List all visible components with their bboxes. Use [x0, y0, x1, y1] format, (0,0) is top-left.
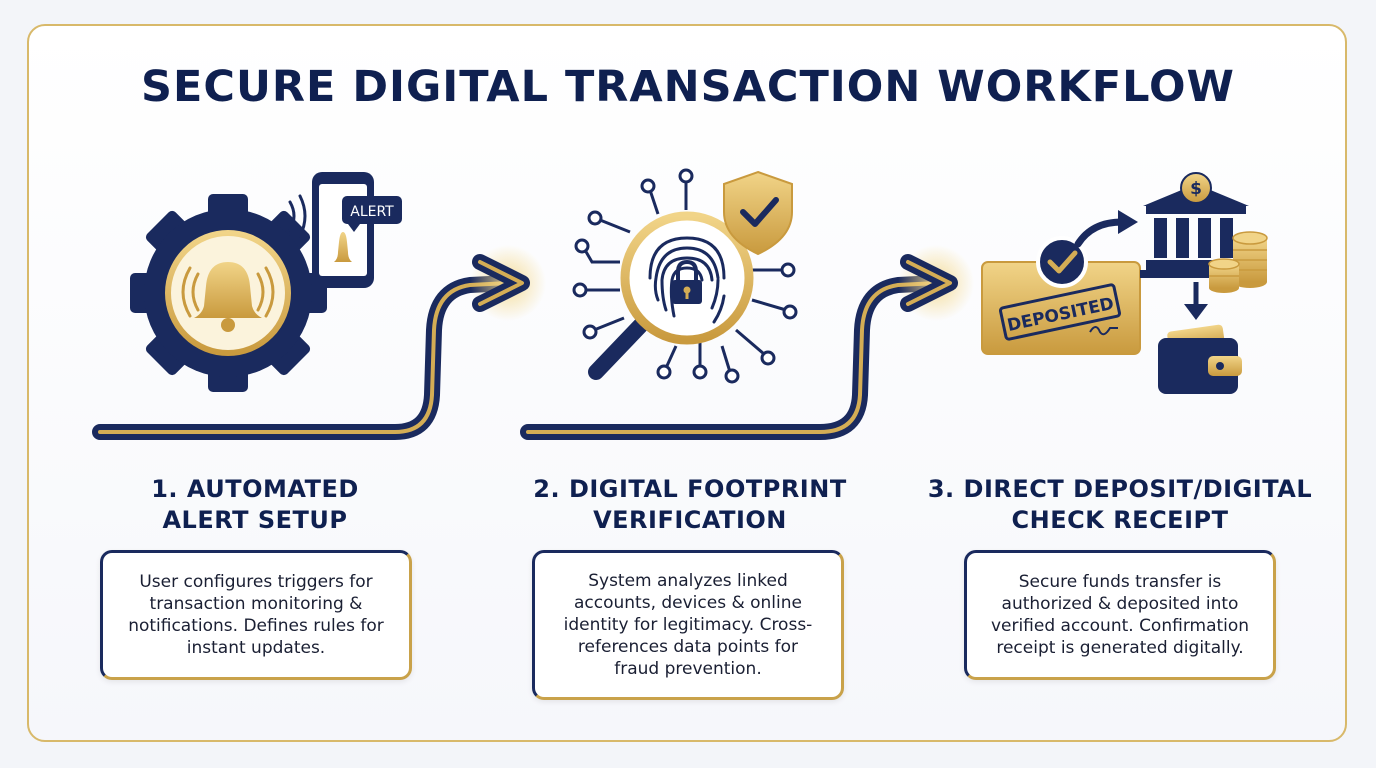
step-1-description: User configures triggers for transaction…: [100, 550, 412, 680]
lock-icon: [672, 259, 702, 304]
down-arrow: [1184, 282, 1208, 320]
bank-icon: $: [1140, 172, 1252, 278]
alert-label: ALERT: [350, 204, 394, 220]
circuit-lines: [572, 168, 798, 384]
bell-icon: [181, 262, 275, 332]
phone-icon: ALERT: [288, 172, 402, 288]
dollar-symbol: $: [1190, 179, 1202, 199]
magnifier-icon: [588, 211, 754, 380]
arrow-icon: [520, 245, 974, 440]
transfer-arrow: [1074, 210, 1138, 248]
shield-check-icon: [723, 170, 793, 256]
fingerprint-icon: [648, 236, 726, 324]
check-icon: [1036, 236, 1088, 288]
coins-icon: [1208, 231, 1268, 293]
arrow-icon: [92, 245, 546, 440]
step-2-description: System analyzes linked accounts, devices…: [532, 550, 844, 700]
wallet-icon: [1158, 324, 1242, 394]
page-title: SECURE DIGITAL TRANSACTION WORKFLOW: [141, 62, 1235, 112]
step-3-description: Secure funds transfer is authorized & de…: [964, 550, 1276, 680]
